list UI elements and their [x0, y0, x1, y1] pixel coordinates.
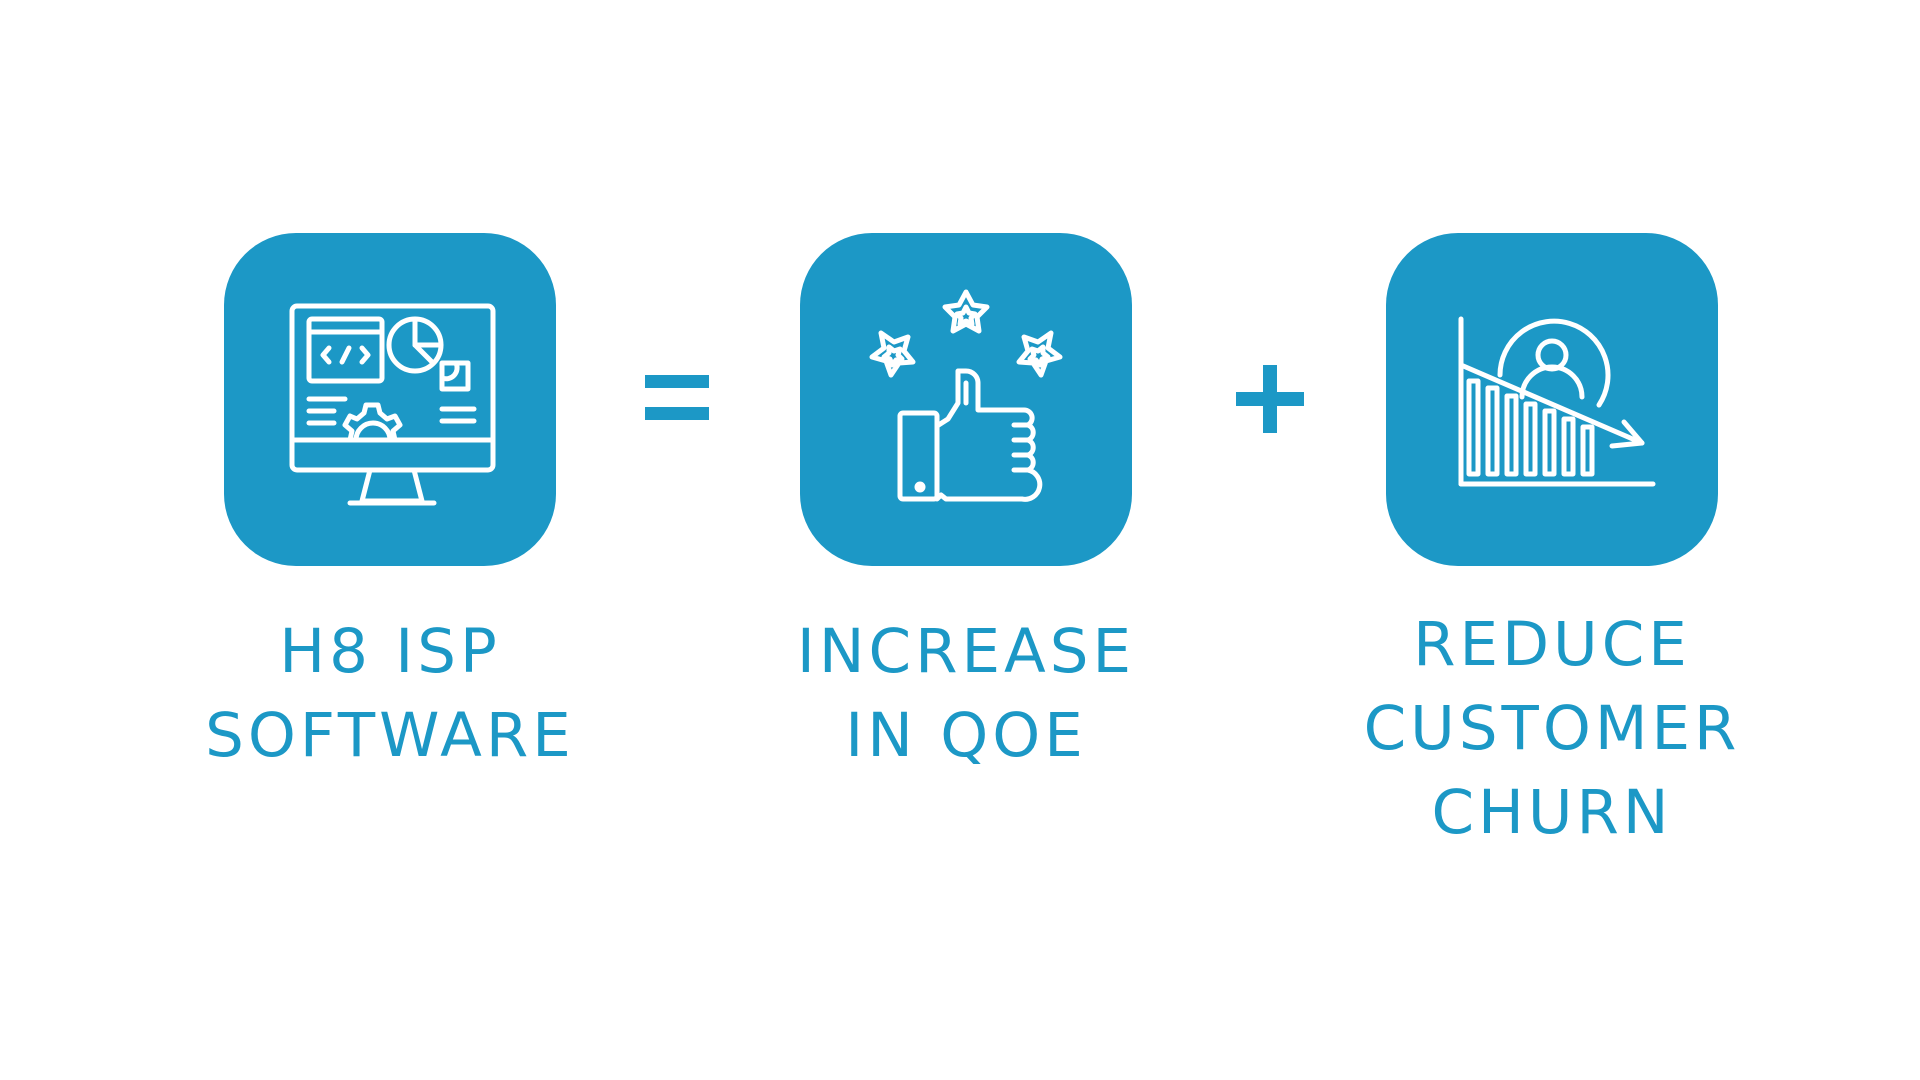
- qoe-label-line-1: INCREASE: [796, 616, 1136, 687]
- thumbs-up-stars-icon: [869, 289, 1063, 502]
- equals-bar-top: [645, 375, 709, 388]
- software-label-line-2: SOFTWARE: [205, 700, 575, 771]
- qoe-tile: [800, 233, 1132, 566]
- churn-tile: [1386, 233, 1718, 566]
- churn-label-line-3: CHURN: [1431, 777, 1673, 848]
- customer-churn-decline-icon: [1458, 316, 1656, 487]
- equals-bar-bottom: [645, 407, 709, 420]
- churn-label-line-1: REDUCE: [1413, 609, 1691, 680]
- plus-bar-vertical: [1263, 365, 1277, 433]
- qoe-label: INCREASE IN QOE: [736, 610, 1196, 778]
- qoe-label-line-2: IN QOE: [845, 700, 1087, 771]
- software-label-line-1: H8 ISP: [279, 616, 501, 687]
- churn-label: REDUCE CUSTOMER CHURN: [1322, 603, 1782, 855]
- computer-dashboard-icon: [289, 303, 496, 506]
- software-tile: [224, 233, 556, 566]
- software-label: H8 ISP SOFTWARE: [160, 610, 620, 778]
- churn-label-line-2: CUSTOMER: [1363, 693, 1741, 764]
